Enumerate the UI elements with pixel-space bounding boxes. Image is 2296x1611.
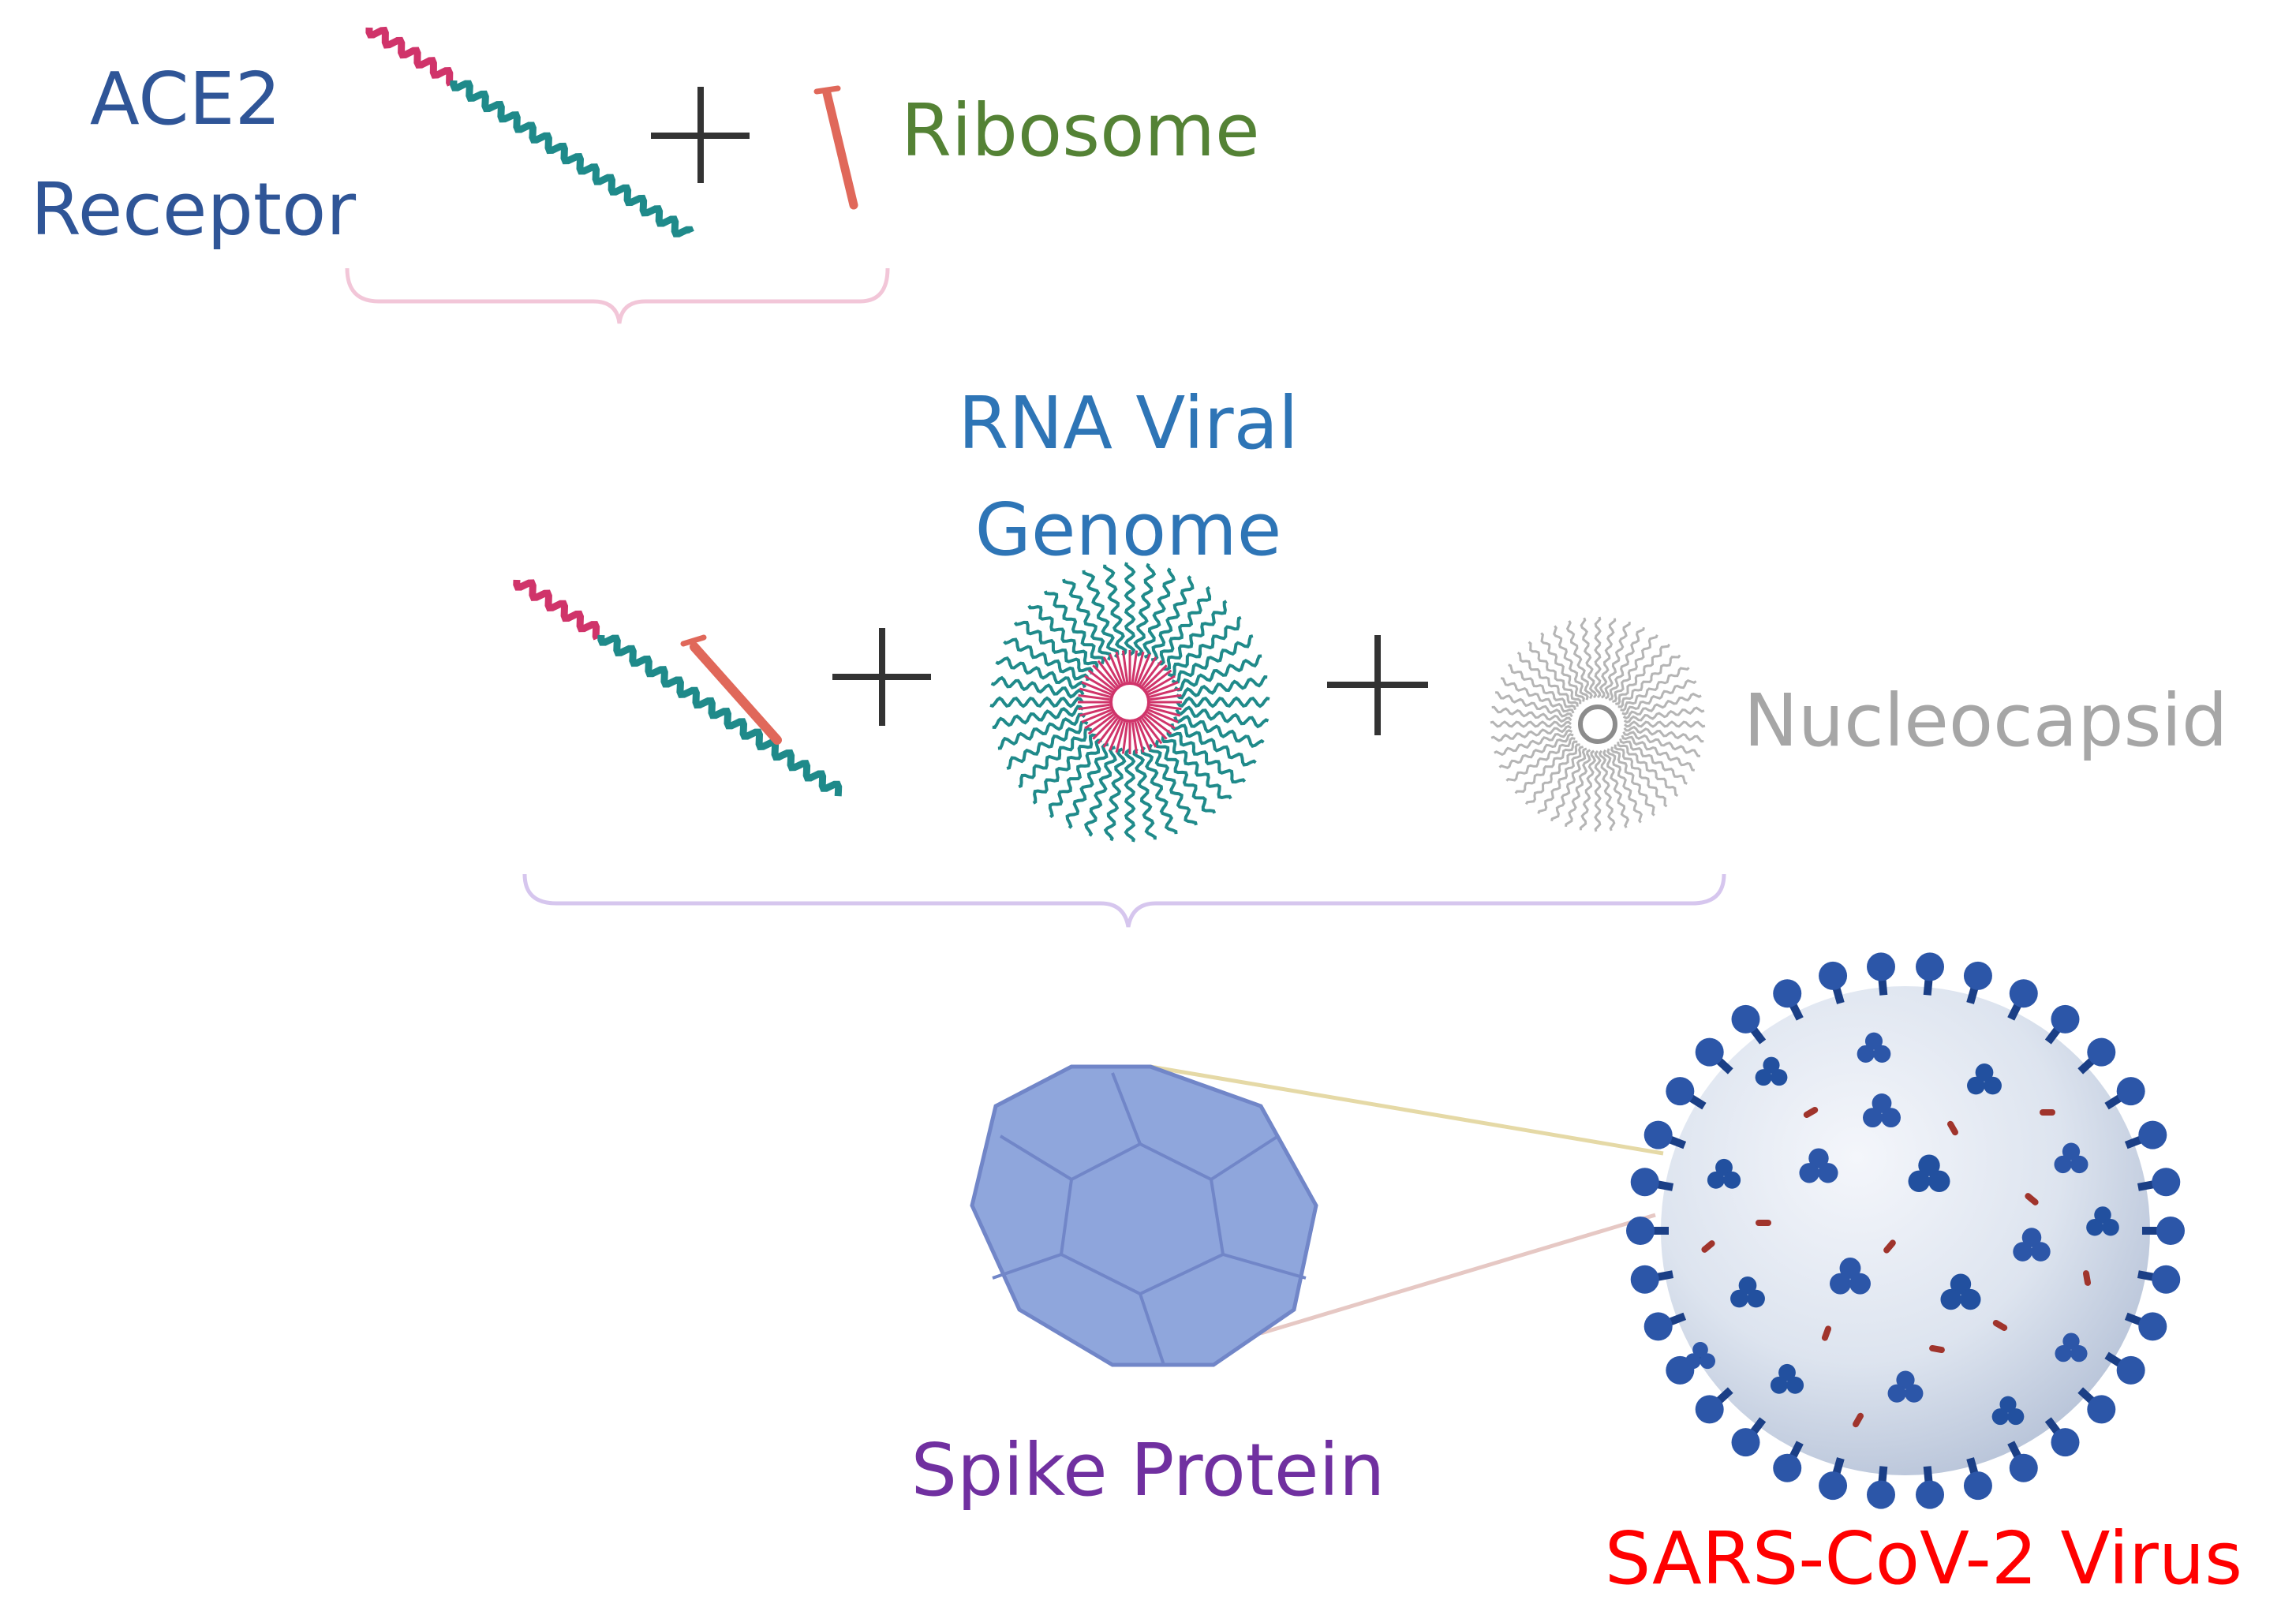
nucleocapsid-label: Nucleocapsid — [1744, 678, 2227, 763]
rna-genome-label-line1: RNA Viral — [958, 381, 1298, 465]
ribosome-label: Ribosome — [901, 88, 1260, 173]
spike-protein-dodecahedron-icon — [970, 1064, 1318, 1367]
ace2-receptor-strand-icon — [365, 26, 694, 237]
ace2-ribosome-complex-icon — [513, 579, 843, 797]
nucleocapsid-icon — [1490, 616, 1706, 832]
brace-ace2-ribosome — [345, 267, 890, 324]
plus-icon — [651, 87, 750, 183]
plus-icon — [1327, 635, 1428, 735]
ace2-label-line1: ACE2 — [90, 57, 281, 141]
sars-cov-2-virus-label: SARS-CoV-2 Virus — [1605, 1516, 2242, 1601]
plus-icon — [832, 628, 931, 726]
rna-viral-genome-icon — [989, 562, 1270, 843]
ribosome-rod-icon — [813, 85, 858, 210]
brace-complex-assembly — [522, 873, 1726, 928]
zoom-connector-lines — [1150, 1064, 1664, 1336]
sars-cov-2-virus-icon — [1626, 952, 2185, 1509]
rna-genome-label-line2: Genome — [975, 488, 1282, 572]
ace2-label-line2: Receptor — [31, 167, 356, 252]
spike-protein-label: Spike Protein — [911, 1428, 1385, 1512]
